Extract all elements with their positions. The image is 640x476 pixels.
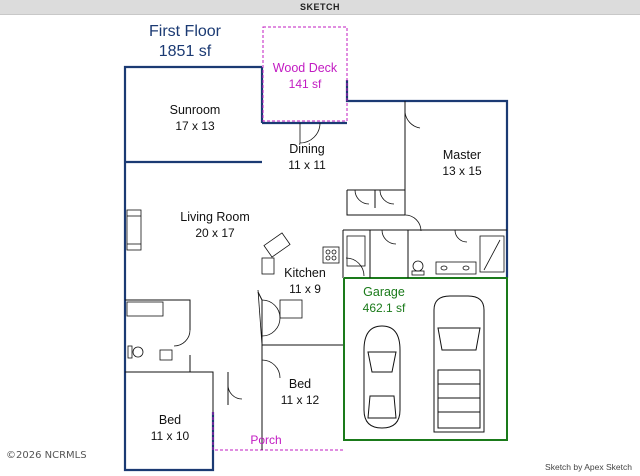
kitchen-sink <box>263 232 291 258</box>
sketch-header: SKETCH <box>0 0 640 15</box>
fixtures <box>126 209 505 361</box>
room-master: Master 13 x 15 <box>422 147 502 179</box>
stair-rail <box>257 289 263 346</box>
master-tub <box>479 235 505 273</box>
room-size: 11 x 11 <box>288 158 326 172</box>
room-size: 11 x 9 <box>289 282 321 296</box>
room-living-room: Living Room 20 x 17 <box>160 209 270 241</box>
room-name: Bed <box>158 413 182 427</box>
car-outline <box>363 325 401 429</box>
stove <box>322 246 340 264</box>
dishwasher <box>261 257 275 275</box>
room-kitchen: Kitchen 11 x 9 <box>270 265 340 297</box>
left-bath-toilet <box>132 346 144 358</box>
floor-area: 1851 sf <box>158 43 212 60</box>
master-vanity-sinks <box>435 261 477 275</box>
left-wing-wall <box>123 65 262 472</box>
master-entry-door <box>404 214 422 232</box>
room-size: 13 x 15 <box>442 164 482 178</box>
garage-outline <box>343 277 508 441</box>
kitchen-island <box>279 299 303 319</box>
room-size: 11 x 12 <box>280 393 320 407</box>
garage-door <box>345 257 365 277</box>
bath-door-2 <box>454 229 468 243</box>
kitchen-lower-wall <box>257 291 343 346</box>
room-porch: Porch <box>238 433 294 447</box>
room-name: Master <box>442 148 482 162</box>
floor-plan-drawing <box>123 26 509 472</box>
hall-door <box>227 384 243 400</box>
room-size: 20 x 17 <box>195 226 235 240</box>
room-wood-deck: Wood Deck 141 sf <box>263 60 347 92</box>
interior-walls <box>125 101 507 450</box>
dining-door <box>299 122 321 144</box>
kitchen-door <box>261 299 281 337</box>
room-size: 17 x 13 <box>175 119 215 133</box>
left-bath-lower <box>125 371 214 395</box>
master-door <box>404 111 421 129</box>
master-closet-wall <box>347 101 406 191</box>
room-name: Sunroom <box>169 103 221 117</box>
closet-door-2 <box>379 189 395 205</box>
room-size: 11 x 10 <box>150 429 190 443</box>
room-sunroom: Sunroom 17 x 13 <box>145 102 245 134</box>
room-dining: Dining 11 x 11 <box>267 141 347 173</box>
room-name: Living Room <box>180 210 250 224</box>
room-bed-center: Bed 11 x 12 <box>265 376 335 408</box>
room-garage: Garage 462.1 sf <box>346 284 422 316</box>
truck-outline <box>433 295 485 433</box>
room-size: 462.1 sf <box>362 301 406 315</box>
garage-vehicles <box>363 295 485 433</box>
left-bath-sink <box>159 349 173 361</box>
room-name: Bed <box>288 377 312 391</box>
master-lower-wall <box>346 190 405 216</box>
room-name: Dining <box>289 142 325 156</box>
closet-door-1 <box>354 189 370 205</box>
right-wing-wall <box>345 80 509 278</box>
room-name: Wood Deck <box>272 61 338 75</box>
wood-deck-outline <box>262 26 348 122</box>
header-title: SKETCH <box>299 2 340 12</box>
left-bath-tub <box>126 301 164 317</box>
sketch-credit: Sketch by Apex Sketch <box>545 462 632 472</box>
room-name: Porch <box>250 433 282 447</box>
laundry-sink <box>346 235 366 267</box>
floor-title: First Floor 1851 sf <box>110 22 260 62</box>
left-bath-door <box>173 329 191 347</box>
room-size: 141 sf <box>288 77 322 91</box>
bed-door <box>261 359 281 379</box>
bath-door <box>381 229 397 245</box>
floor-name: First Floor <box>149 23 221 40</box>
mls-watermark: ©2026 NCRMLS <box>6 450 87 461</box>
fireplace <box>126 209 142 251</box>
porch-outline <box>212 412 344 451</box>
room-name: Garage <box>363 285 405 299</box>
room-name: Kitchen <box>284 266 326 280</box>
left-bath-wall <box>125 299 191 330</box>
master-toilet <box>412 260 424 272</box>
room-bed-left: Bed 11 x 10 <box>135 412 205 444</box>
